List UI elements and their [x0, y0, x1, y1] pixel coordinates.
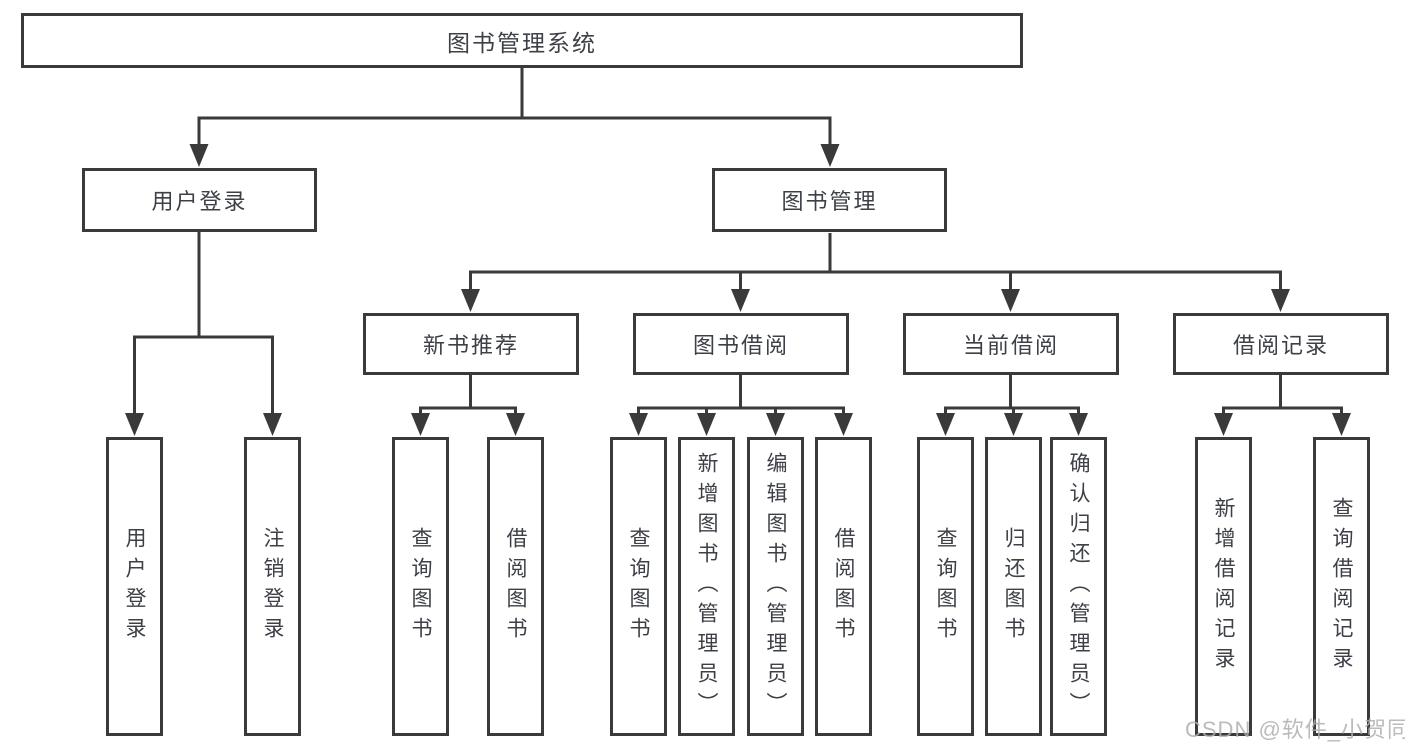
leaf-label: 归还图书	[1002, 526, 1025, 647]
leaf-label: 注销登录	[261, 526, 284, 647]
node-user-login: 用户登录	[82, 168, 317, 232]
leaf-user-login: 用户登录	[106, 437, 163, 736]
leaf-label: 新增图书（管理员）	[695, 451, 718, 722]
csdn-watermark: CSDN @软件_小贺同学	[1185, 717, 1405, 742]
leaf-label: 查询图书	[934, 526, 957, 647]
leaf-label: 新增借阅记录	[1212, 496, 1235, 677]
node-new-book-recommend: 新书推荐	[363, 313, 579, 375]
leaf-current-query-books: 查询图书	[917, 437, 974, 736]
node-root-system: 图书管理系统	[21, 13, 1023, 68]
leaf-label: 查询借阅记录	[1330, 496, 1353, 677]
node-book-management: 图书管理	[712, 168, 947, 232]
leaf-recommend-query-books: 查询图书	[392, 437, 449, 736]
leaf-label: 查询图书	[627, 526, 650, 647]
leaf-label: 编辑图书（管理员）	[764, 451, 787, 722]
leaf-current-confirm-return-admin: 确认归还（管理员）	[1050, 437, 1107, 736]
leaf-current-return-books: 归还图书	[985, 437, 1042, 736]
leaf-records-query-record: 查询借阅记录	[1313, 437, 1370, 736]
leaf-label: 借阅图书	[504, 526, 527, 647]
leaf-label: 确认归还（管理员）	[1067, 451, 1090, 722]
leaf-logout: 注销登录	[244, 437, 301, 736]
leaf-label: 借阅图书	[832, 526, 855, 647]
leaf-borrow-query-books: 查询图书	[610, 437, 667, 736]
leaf-borrow-add-books-admin: 新增图书（管理员）	[678, 437, 735, 736]
node-current-borrowing: 当前借阅	[903, 313, 1119, 375]
leaf-label: 查询图书	[409, 526, 432, 647]
leaf-recommend-borrow-books: 借阅图书	[487, 437, 544, 736]
leaf-records-add-record: 新增借阅记录	[1195, 437, 1252, 736]
leaf-borrow-edit-books-admin: 编辑图书（管理员）	[747, 437, 804, 736]
leaf-borrow-borrow-books: 借阅图书	[815, 437, 872, 736]
leaf-label: 用户登录	[123, 526, 146, 647]
node-book-borrowing: 图书借阅	[633, 313, 849, 375]
node-borrowing-records: 借阅记录	[1173, 313, 1389, 375]
